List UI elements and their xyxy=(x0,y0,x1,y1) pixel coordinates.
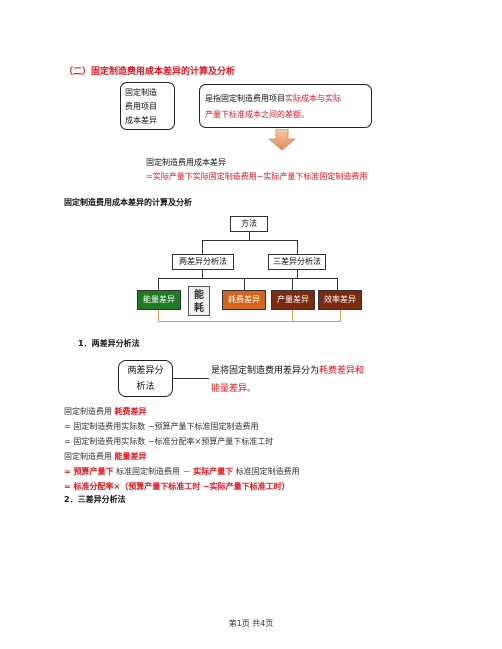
connector-line xyxy=(292,278,293,290)
section-title: （二）固定制造费用成本差异的计算及分析 xyxy=(64,67,236,77)
method2-heading: 2．三差异分析法 xyxy=(64,495,126,504)
down-arrow-icon xyxy=(268,129,296,151)
formula-line: = 固定制造费用实际数 −标准分配率×预算产量下标准工时 xyxy=(64,437,274,446)
connector-line xyxy=(173,378,209,379)
formula-line: 固定制造费用 耗费差异 xyxy=(64,407,147,416)
bracket-line xyxy=(340,310,341,322)
spend-variance-box: 耗费差异 xyxy=(222,290,266,310)
two-variance-label-line: 两差异分 xyxy=(127,366,164,376)
method1-desc-text: 是将固定制造费用差异分为 xyxy=(211,366,320,376)
two-variance-label-line: 析法 xyxy=(136,382,155,392)
efficiency-variance-box: 效率差异 xyxy=(318,290,362,310)
definition-text-highlight: 实际成本与实际 xyxy=(285,94,341,103)
connector-line xyxy=(202,240,203,254)
method1-description: 是将固定制造费用差异分为耗费差异和 能量差异。 xyxy=(211,362,364,398)
connector-line xyxy=(158,278,245,279)
definition-text-box: 是指固定制造费用项目实际成本与实际 产量下标准成本之间的差额。 xyxy=(199,84,372,128)
energy-glyph: 能 xyxy=(194,290,204,301)
energy-variance-box: 能量差异 xyxy=(137,290,181,310)
connector-line xyxy=(337,278,338,290)
connector-line xyxy=(249,232,250,240)
output-variance-box: 产量差异 xyxy=(271,290,315,310)
formula-block: 固定制造费用 耗费差异 = 固定制造费用实际数 −预算产量下标准固定制造费用 =… xyxy=(64,404,300,494)
formula-title: 固定制造费用成本差异 xyxy=(146,158,226,167)
formula-line: = 标准分配率×（预算产量下标准工时 −实际产量下标准工时） xyxy=(64,482,290,491)
two-variance-node: 两差异分析法 xyxy=(172,254,234,270)
page-footer: 第1页 共4页 xyxy=(228,619,274,628)
bracket-line xyxy=(158,310,159,322)
connector-line xyxy=(202,270,203,278)
connector-line xyxy=(297,270,298,278)
connector-line xyxy=(158,278,159,290)
connector-line xyxy=(244,278,245,290)
definition-label-box: 固定制造 费用项目 成本差异 xyxy=(120,82,175,130)
formula-line: = 固定制造费用实际数 −预算产量下标准固定制造费用 xyxy=(64,422,259,431)
energy-glyph: 耗 xyxy=(194,303,204,314)
method1-desc-highlight: 能量差异。 xyxy=(211,384,257,394)
definition-label-line: 费用项目 xyxy=(125,102,157,111)
energy-glyph-box: 能 耗 xyxy=(188,286,210,316)
two-variance-label-box: 两差异分 析法 xyxy=(118,360,173,397)
definition-text-highlight: 产量下标准成本之间的差额。 xyxy=(205,110,309,119)
definition-label-line: 固定制造 xyxy=(125,88,157,97)
diagram-heading: 固定制造费用成本差异的计算及分析 xyxy=(64,198,192,207)
formula-expression: =实际产量下实际固定制造费用−实际产量下标准固定制造费用 xyxy=(146,172,368,181)
definition-text: 是指固定制造费用项目 xyxy=(205,94,285,103)
connector-line xyxy=(244,278,338,279)
connector-line xyxy=(297,240,298,254)
formula-line: = 预算产量下 标准固定制造费用 － 实际产量下 标准固定制造费用 xyxy=(64,467,300,476)
method1-desc-highlight: 耗费差异和 xyxy=(319,366,365,376)
connector-line xyxy=(202,240,298,241)
definition-label-line: 成本差异 xyxy=(125,116,157,125)
three-variance-node: 三差异分析法 xyxy=(268,254,326,270)
bracket-line xyxy=(158,321,341,322)
diagram-root-node: 方法 xyxy=(230,216,268,232)
method1-heading: 1．两差异分析法 xyxy=(78,339,140,348)
formula-line: 固定制造费用 能量差异 xyxy=(64,452,147,461)
bracket-line xyxy=(292,310,293,322)
